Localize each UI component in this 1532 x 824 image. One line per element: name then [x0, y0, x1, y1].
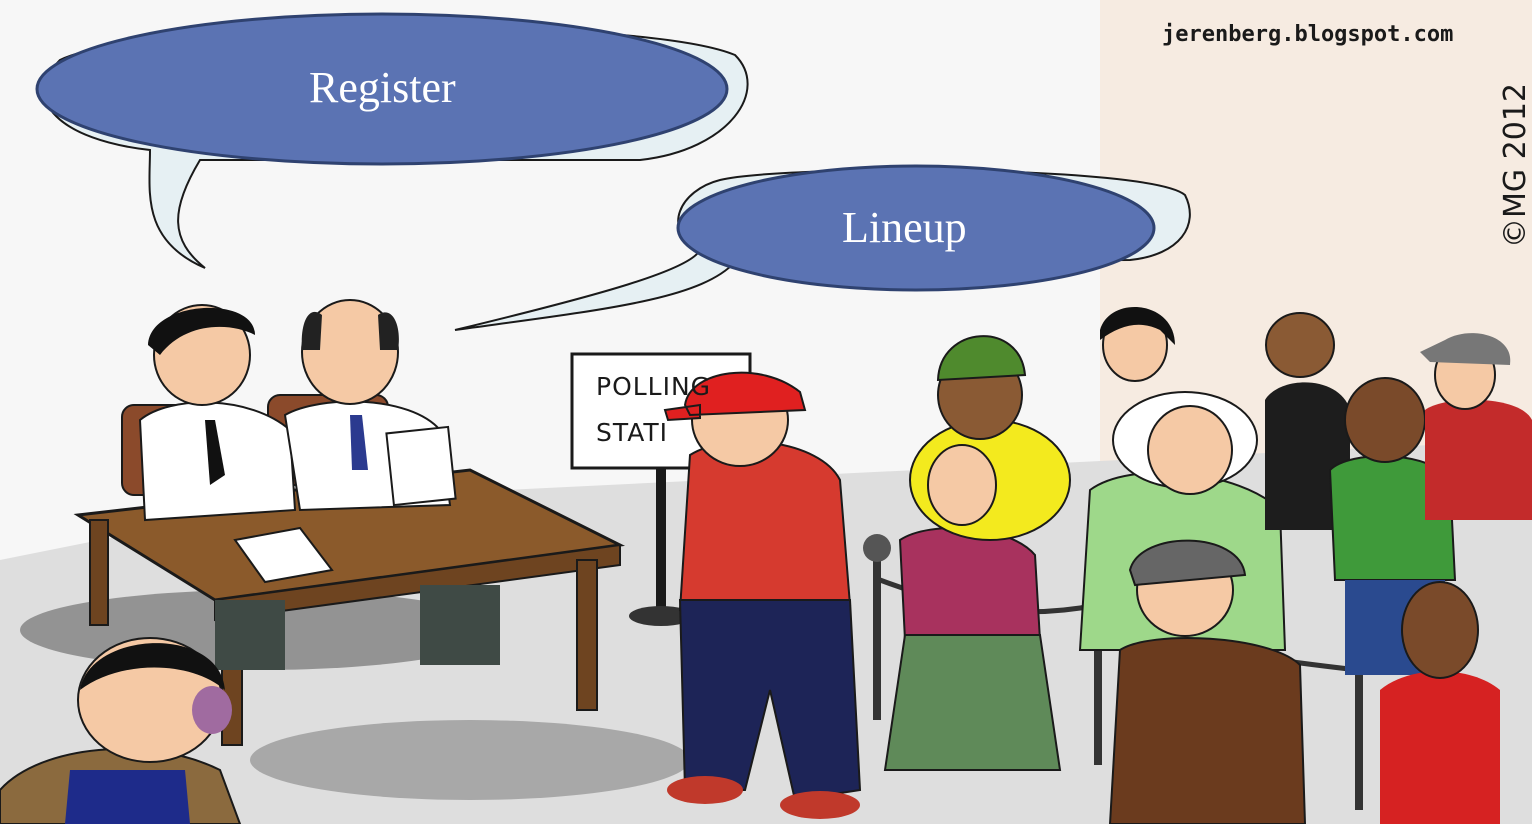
floor-shadow-2: [250, 720, 690, 800]
paper: [233, 526, 334, 584]
sign-base: [629, 606, 693, 626]
person-bottom-left-sweater: [65, 770, 190, 824]
brown-jacket-boy: [1108, 637, 1307, 824]
table-leg: [89, 519, 109, 626]
clerk-right-tie: [350, 415, 368, 470]
clerk-left-tie: [205, 420, 225, 485]
grey-cap-kid: [1420, 333, 1511, 365]
green-beanie: [936, 335, 1027, 382]
credit-url: jerenberg.blogspot.com: [1162, 22, 1454, 47]
red-shirt-kid-bottom: [1380, 671, 1500, 824]
lineup-callout-shape: [676, 164, 1156, 292]
black-hoodie-head: [1265, 312, 1335, 378]
clerk-right-head: [301, 299, 399, 405]
stanchion-top: [863, 534, 891, 562]
papers-held: [385, 425, 457, 507]
shoe: [667, 776, 743, 804]
stanchion: [1094, 595, 1102, 765]
table-leg: [576, 559, 598, 711]
sign-line-2: STATI: [596, 418, 669, 447]
grey-hair-teen-hair: [1100, 307, 1175, 345]
earmuff: [192, 686, 232, 734]
red-plaid-shirt: [678, 440, 852, 612]
sign-pole: [656, 468, 666, 618]
grey-cap: [1128, 539, 1247, 587]
red-shirt-kid-bottom-head: [1401, 581, 1479, 679]
shoe: [780, 791, 860, 819]
clerk-legs: [215, 600, 285, 670]
yellow-hair-woman-face: [927, 444, 997, 526]
grandma-face: [1147, 405, 1233, 495]
register-callout-shape: [35, 12, 729, 166]
clerk-legs: [420, 585, 500, 665]
person-bottom-left-hair: [80, 643, 225, 690]
clerk-right-hair: [301, 311, 399, 350]
green-sweater-boy-head: [1344, 377, 1426, 463]
sign-line-1: POLLING: [596, 372, 712, 401]
red-cap: [663, 371, 807, 422]
clerk-left-hair: [148, 307, 255, 355]
yellow-hair-woman-sweater: [898, 527, 1042, 641]
copyright-mark: ©MG 2012: [1498, 82, 1532, 248]
stanchion: [1355, 660, 1363, 810]
stanchion: [873, 550, 881, 720]
black-hoodie: [1265, 382, 1350, 530]
red-jacket-kid: [1425, 399, 1532, 520]
green-skirt: [883, 634, 1062, 771]
